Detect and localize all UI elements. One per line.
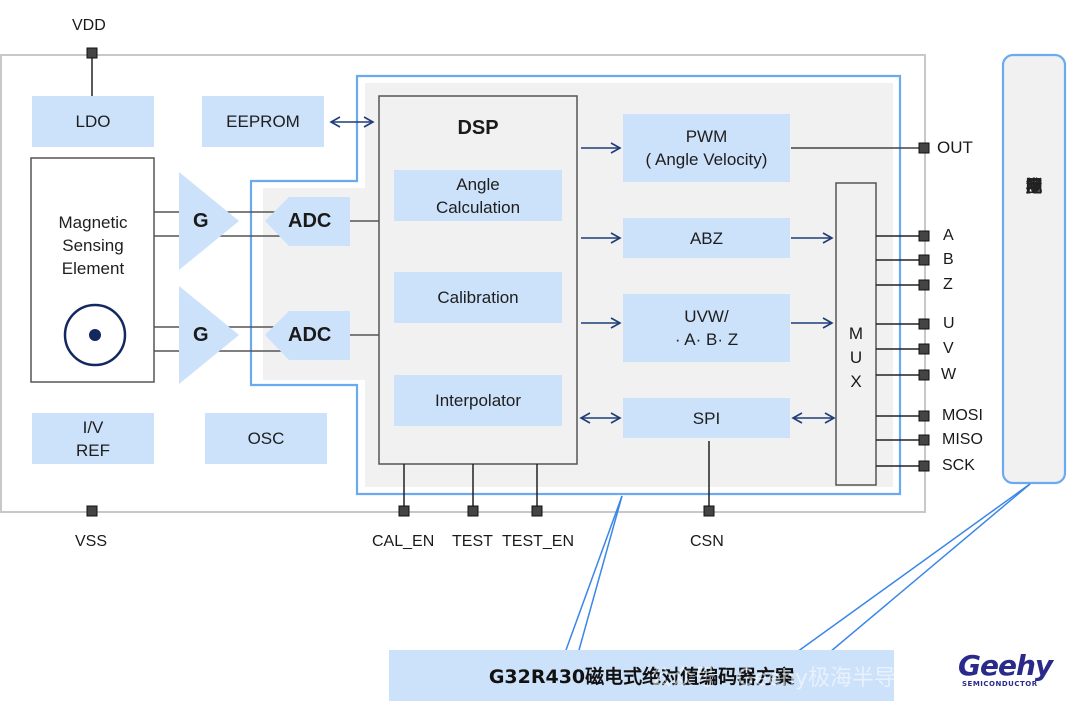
angle-calculation-block: Angle Calculation (394, 170, 562, 221)
pin-v (918, 343, 930, 355)
watermark: 公众号 · Geehy极海半导体 (650, 666, 919, 691)
pin-cal-en (398, 505, 410, 517)
vdd-pin (86, 47, 98, 59)
spi-block: SPI (623, 398, 790, 438)
pin-sck (918, 460, 930, 472)
magnetic-field-icon (63, 303, 127, 367)
u-label: U (943, 315, 955, 332)
magnetic-sensing-label: Magnetic Sensing Element (58, 213, 128, 278)
csn-label: CSN (690, 533, 724, 550)
sck-label: SCK (942, 457, 975, 474)
uvw-block: UVW/ · A· B· Z (623, 294, 790, 362)
vss-pin (86, 505, 98, 517)
mosi-label: MOSI (942, 407, 983, 424)
w-label: W (941, 366, 957, 383)
osc-block: OSC (205, 413, 327, 464)
pin-out (918, 142, 930, 154)
pin-u (918, 318, 930, 330)
solution-title: G32R430磁电式绝对值编码器方案 (389, 650, 894, 701)
miso-label: MISO (942, 431, 983, 448)
pin-b (918, 254, 930, 266)
adc-2-shape (265, 311, 350, 360)
geehy-logo: Geehy SEMICONDUCTOR (958, 649, 1053, 689)
interpolator-block: Interpolator (394, 375, 562, 426)
b-label: B (943, 251, 954, 268)
pin-z (918, 279, 930, 291)
vdd-label: VDD (72, 17, 106, 34)
out-label: OUT (937, 138, 973, 157)
eeprom-block: EEPROM (202, 96, 324, 147)
cal-en-label: CAL_EN (372, 533, 435, 550)
mux-box (835, 182, 877, 486)
vss-label: VSS (75, 533, 108, 550)
magnetic-sensing-box (30, 157, 155, 383)
calibration-block: Calibration (394, 272, 562, 323)
callout-lines (565, 483, 1031, 653)
gain-2-label: G (193, 324, 209, 346)
abz-block: ABZ (623, 218, 790, 258)
v-label: V (943, 340, 954, 357)
gain-amplifier-2 (179, 286, 239, 384)
logo-brand: Geehy (958, 649, 1053, 682)
ldo-block: LDO (32, 96, 154, 147)
dsp-title: DSP (457, 117, 499, 139)
pin-miso (918, 434, 930, 446)
a-label: A (943, 227, 954, 244)
pin-w (918, 369, 930, 381)
battery-detect-panel (1001, 53, 1067, 485)
iv-ref-block: I/V REF (32, 413, 154, 464)
gain-amplifier-1 (179, 172, 239, 270)
gain-1-label: G (193, 210, 209, 232)
pin-csn (703, 505, 715, 517)
adc-2-label: ADC (288, 324, 332, 346)
pwm-block: PWM ( Angle Velocity) (623, 114, 790, 182)
test-label: TEST (452, 533, 493, 550)
test-en-label: TEST_EN (502, 533, 575, 550)
logo-sub: SEMICONDUCTOR (962, 680, 1038, 688)
pin-mosi (918, 410, 930, 422)
pin-a (918, 230, 930, 242)
pin-test-en (531, 505, 543, 517)
adc-1-shape (265, 197, 350, 246)
pin-test (467, 505, 479, 517)
z-label: Z (943, 276, 953, 293)
mux-label: M U X (848, 324, 864, 391)
adc-1-label: ADC (288, 210, 332, 232)
highlight-outline (249, 74, 902, 496)
